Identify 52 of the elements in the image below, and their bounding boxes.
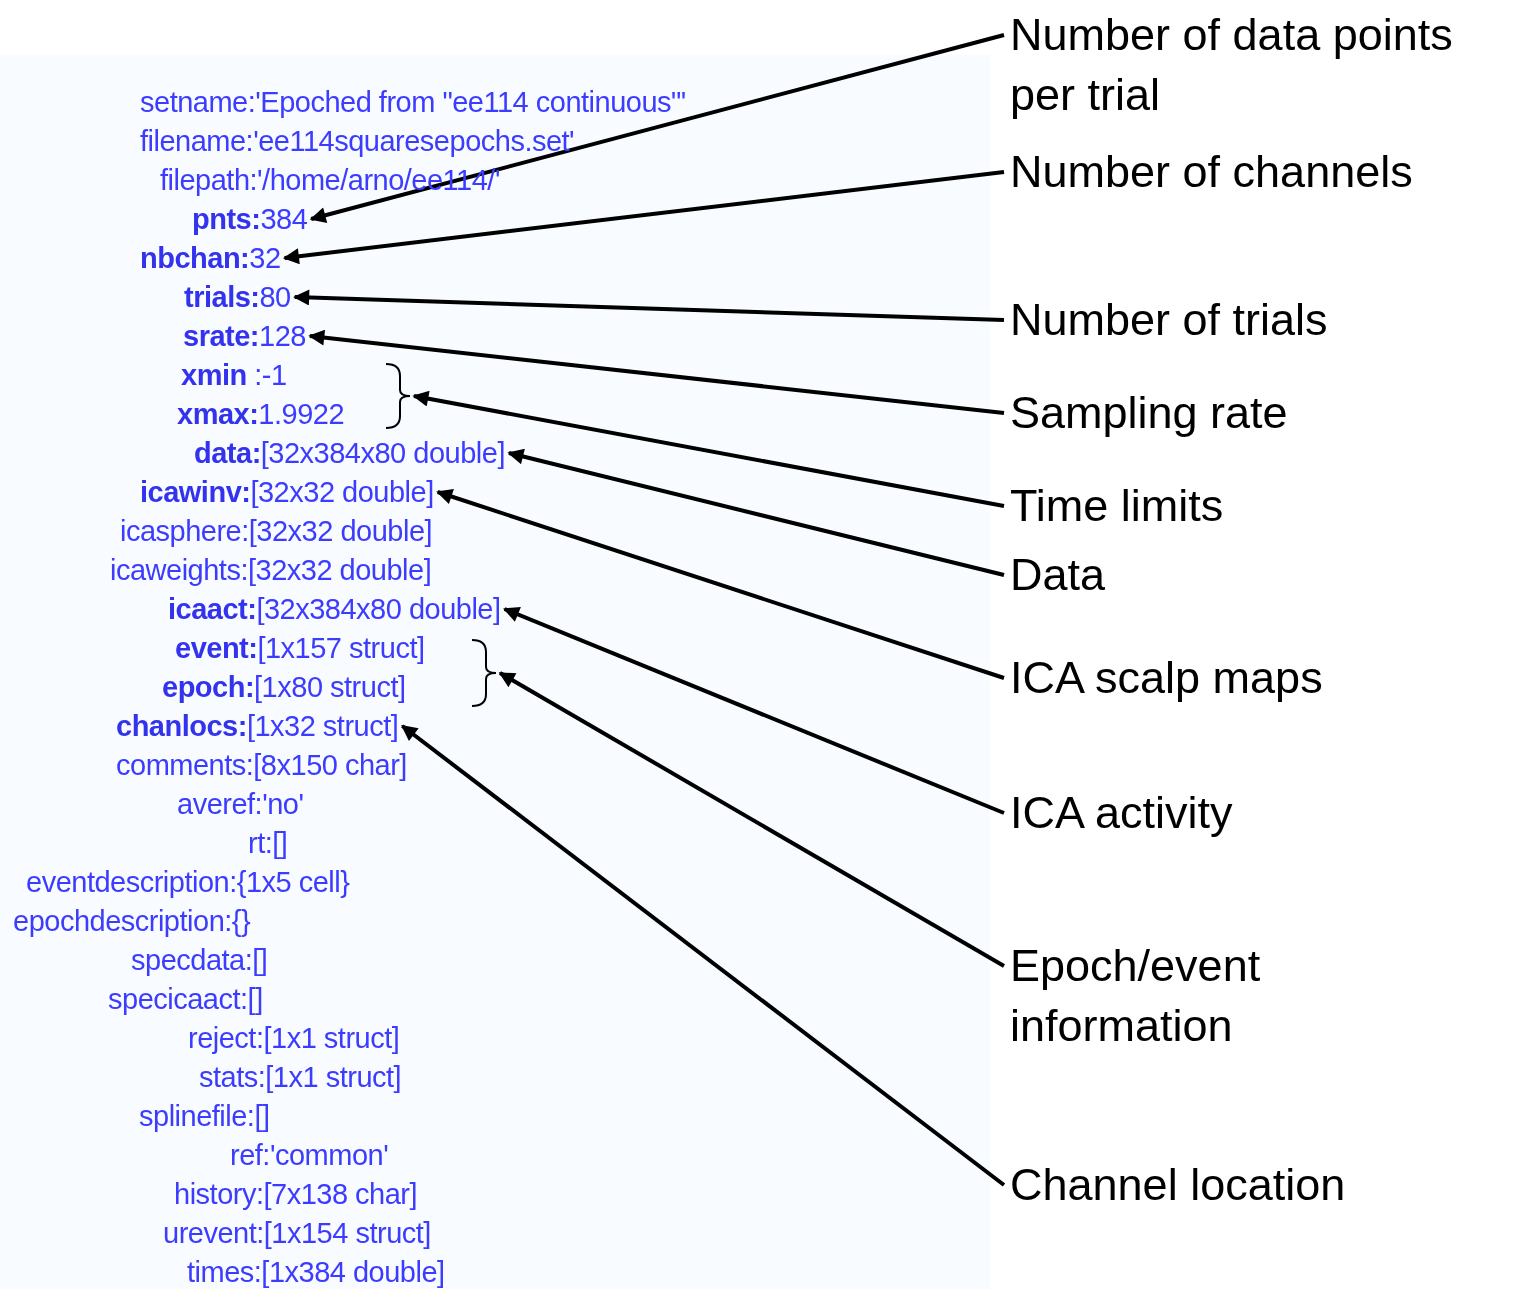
callout-text: Time limits	[1010, 476, 1520, 536]
field-entry-text: splinefile:[]	[139, 1099, 270, 1134]
field-entry-text: icaact:[32x384x80 double]	[168, 591, 501, 627]
field-entry-text: event:[1x157 struct]	[175, 631, 425, 666]
field-entry-text: xmin :-1	[181, 358, 287, 393]
callout-text: Epoch/event information	[1010, 936, 1310, 1056]
field-entry-text: comments:[8x150 char]	[116, 748, 407, 783]
callout-text: Data	[1010, 545, 1520, 605]
field-entry-text: epoch:[1x80 struct]	[162, 670, 406, 705]
field-entry-text: stats:[1x1 struct]	[199, 1060, 402, 1095]
leader-line	[308, 329, 1005, 415]
leader-line	[401, 724, 1006, 1187]
leader-line	[498, 671, 1005, 968]
field-entry-text: xmax:1.9922	[177, 397, 345, 432]
leader-line	[293, 289, 1005, 322]
field-entry-text: epochdescription:{}	[13, 904, 251, 939]
field-entry-text: specdata:[]	[131, 943, 268, 978]
field-entry-text: filename:'ee114squaresepochs.set'	[140, 124, 575, 159]
leader-line	[309, 33, 1005, 224]
field-entry-text: rt:[]	[248, 826, 288, 861]
field-entry-text: reject:[1x1 struct]	[188, 1021, 400, 1056]
field-entry-text: nbchan:32	[140, 240, 281, 276]
field-entry-text: chanlocs:[1x32 struct]	[116, 708, 399, 744]
field-entry-text: eventdescription:{1x5 cell}	[26, 865, 350, 900]
field-entry-text: urevent:[1x154 struct]	[163, 1216, 431, 1251]
callout-text: Number of channels	[1010, 142, 1520, 202]
leader-line	[282, 170, 1005, 265]
curly-brace	[471, 639, 497, 707]
field-entry-text: icaweights:[32x32 double]	[110, 553, 432, 588]
callout-text: Sampling rate	[1010, 383, 1520, 443]
field-entry-text: trials:80	[184, 279, 291, 315]
field-entry-text: history:[7x138 char]	[174, 1177, 418, 1212]
leader-line	[412, 390, 1005, 508]
field-entry-text: setname:'Epoched from "ee114 continuous"'	[140, 85, 686, 120]
curly-brace	[385, 363, 411, 429]
callout-text: ICA activity	[1010, 783, 1520, 843]
field-entry-text: icasphere:[32x32 double]	[120, 514, 433, 549]
leader-line	[436, 488, 1005, 680]
callout-text: Channel location	[1010, 1155, 1520, 1215]
field-entry-text: data:[32x384x80 double]	[194, 435, 505, 471]
field-entry-text: averef:'no'	[177, 787, 304, 822]
field-entry-text: icawinv:[32x32 double]	[140, 474, 434, 510]
field-entry-text: pnts:384	[192, 201, 308, 237]
field-entry-text: times:[1x384 double]	[187, 1255, 445, 1289]
leader-line	[503, 607, 1005, 815]
field-entry-text: srate:128	[183, 318, 306, 354]
callout-text: ICA scalp maps	[1010, 648, 1520, 708]
field-entry-text: specicaact:[]	[108, 982, 263, 1017]
callout-text: Number of data points per trial	[1010, 5, 1520, 125]
field-entry-text: ref:'common'	[230, 1138, 389, 1173]
callout-text: Number of trials	[1010, 290, 1520, 350]
leader-line	[507, 448, 1005, 577]
